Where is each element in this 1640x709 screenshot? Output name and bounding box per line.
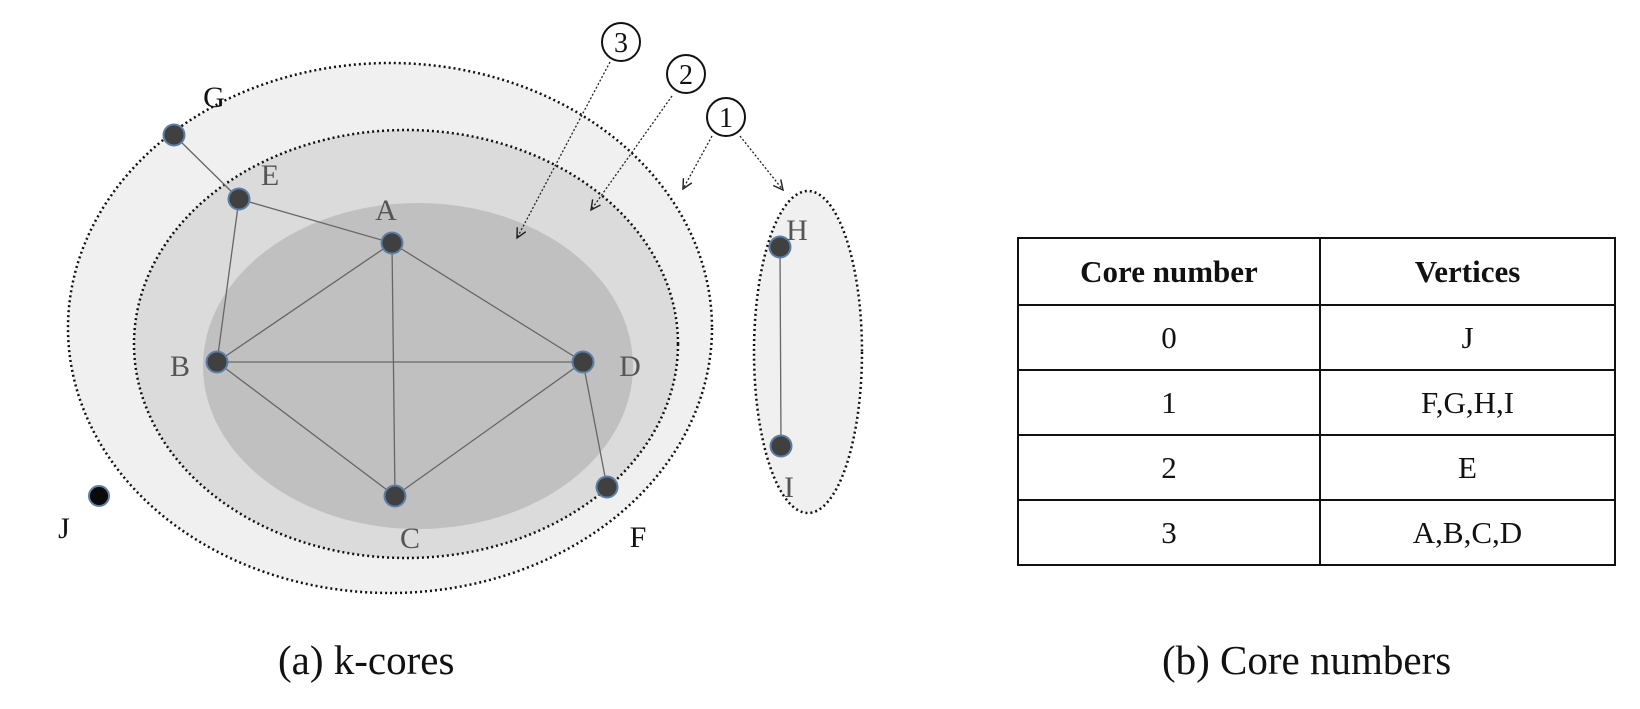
edge-A-D	[391, 242, 584, 363]
node-label-H: H	[786, 214, 808, 247]
cell-core-number: 0	[1017, 304, 1321, 371]
core-marker-2: 2	[666, 54, 706, 94]
node-label-F: F	[630, 521, 647, 554]
caption-k-cores: (a) k-cores	[278, 637, 455, 683]
cell-core-number: 3	[1017, 499, 1321, 566]
node-C	[383, 484, 407, 508]
cell-vertices: A,B,C,D	[1319, 499, 1616, 566]
core-marker-1-text: 1	[719, 103, 733, 134]
edge-E-A	[238, 198, 393, 244]
cell-core-number: 2	[1017, 434, 1321, 501]
edge-D-F	[582, 361, 608, 488]
node-label-A: A	[375, 194, 397, 227]
caption-core-numbers: (b) Core numbers	[1162, 637, 1452, 683]
core-numbers-table: Core number Vertices 0 J 1 F,G,H,I 2 E 3…	[1017, 237, 1616, 566]
node-label-C: C	[400, 522, 420, 555]
edges	[173, 134, 782, 497]
core-marker-3-text: 3	[614, 28, 628, 59]
node-G	[162, 123, 186, 147]
core-marker-1: 1	[706, 97, 746, 137]
core-marker-3: 3	[601, 22, 641, 62]
k-cores-diagram: 3 2 1 A B C D E F G H I J	[58, 22, 864, 595]
node-H	[768, 235, 792, 259]
node-A	[380, 231, 404, 255]
edge-A-C	[391, 242, 396, 497]
node-label-J: J	[58, 512, 70, 545]
edge-H-I	[779, 246, 782, 447]
edge-G-E	[173, 134, 240, 200]
header-vertices: Vertices	[1319, 237, 1616, 306]
core-3-region	[203, 203, 633, 529]
node-label-I: I	[784, 471, 794, 504]
cell-vertices: J	[1319, 304, 1616, 371]
cell-core-number: 1	[1017, 369, 1321, 436]
core-marker-2-text: 2	[679, 60, 693, 91]
table-row: 1 F,G,H,I	[1017, 369, 1616, 436]
node-label-D: D	[619, 350, 641, 383]
node-F	[595, 475, 619, 499]
edge-E-B	[216, 198, 240, 363]
table-row: 2 E	[1017, 434, 1616, 501]
header-core-number: Core number	[1017, 237, 1321, 306]
node-D	[571, 350, 595, 374]
edge-B-C	[216, 361, 396, 497]
nodes	[88, 123, 793, 508]
edge-A-B	[216, 242, 393, 363]
arrow-core-1-main	[683, 135, 713, 189]
node-I	[769, 434, 793, 458]
table-row: 3 A,B,C,D	[1017, 499, 1616, 566]
node-labels: A B C D E F G H I J	[58, 81, 808, 555]
core-1-hi-region	[752, 189, 864, 515]
node-label-E: E	[261, 159, 279, 192]
table-header-row: Core number Vertices	[1017, 237, 1616, 306]
arrow-core-2	[591, 95, 673, 210]
cell-vertices: E	[1319, 434, 1616, 501]
core-arrows	[517, 61, 783, 238]
node-E	[227, 187, 251, 211]
node-B	[205, 350, 229, 374]
table-row: 0 J	[1017, 304, 1616, 371]
node-label-G: G	[203, 81, 225, 114]
node-J	[88, 485, 110, 507]
arrow-core-1-hi	[739, 135, 783, 190]
edge-C-D	[394, 361, 584, 497]
node-label-B: B	[170, 350, 190, 383]
arrow-core-3	[517, 61, 611, 238]
cell-vertices: F,G,H,I	[1319, 369, 1616, 436]
